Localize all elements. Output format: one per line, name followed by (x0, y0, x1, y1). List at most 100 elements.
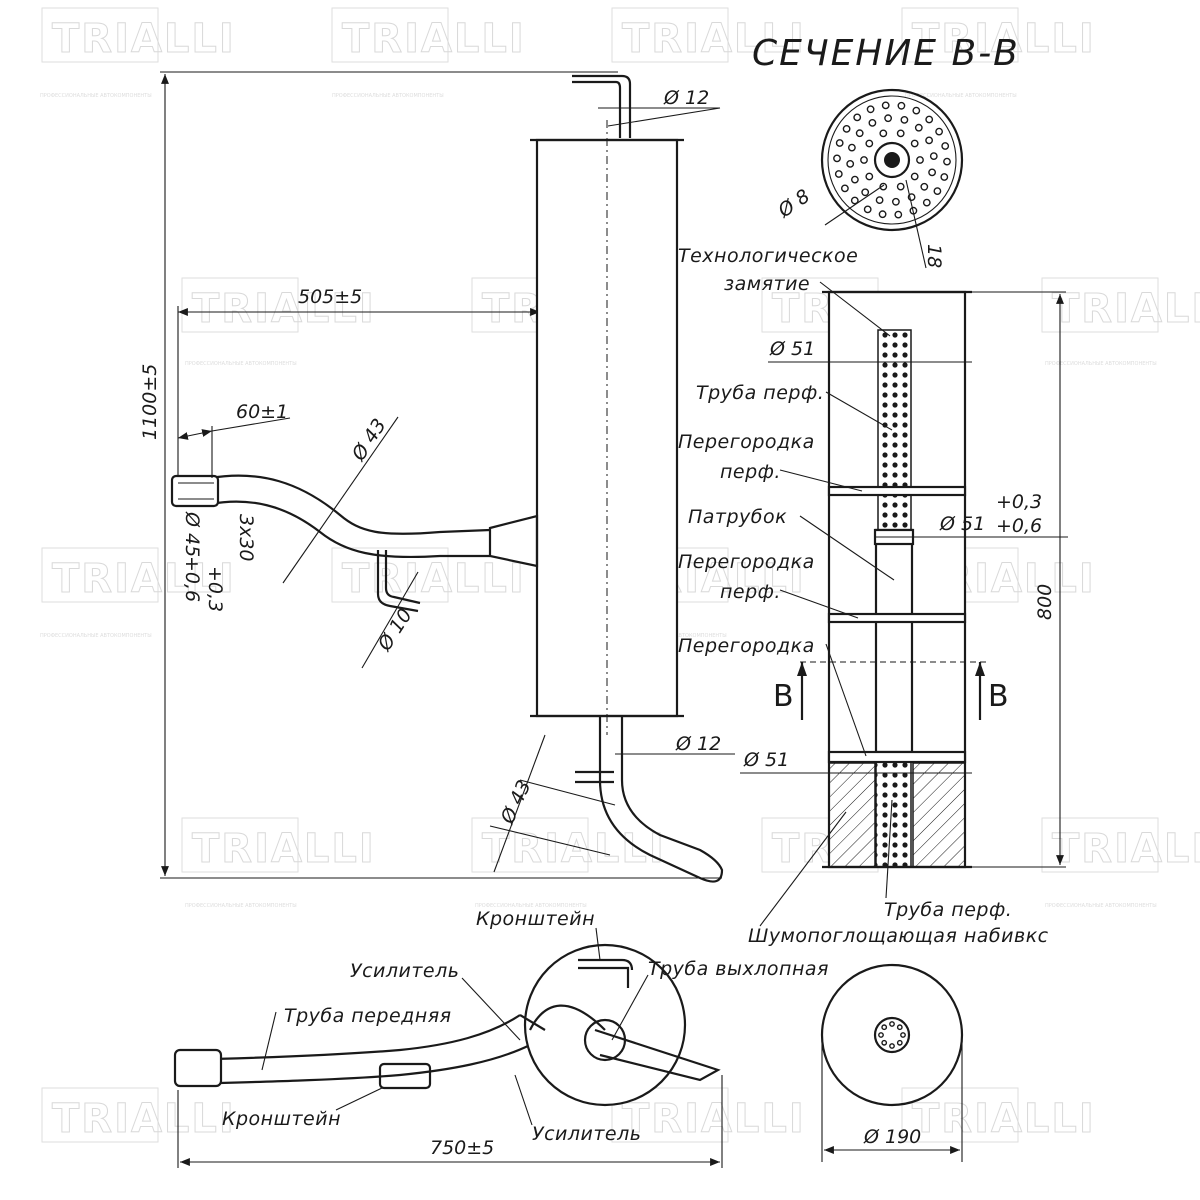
dimension-18: 18 (923, 244, 945, 268)
svg-text:TRIALLI: TRIALLI (622, 16, 806, 62)
inlet-pipe-lower-edge (209, 500, 490, 559)
dimension-750: 750±5 (430, 1137, 494, 1159)
inlet-cone (488, 514, 539, 568)
dimension-d45: Ø 45 (181, 511, 203, 557)
svg-text:TRIALLI: TRIALLI (52, 556, 236, 602)
baffle-perforated-2 (827, 612, 967, 624)
perforation-hole (900, 1032, 906, 1038)
watermark-subtitle: ПРОФЕССИОНАЛЬНЫЕ АВТОКОМПОНЕНТЫ (185, 903, 297, 909)
svg-text:TRIALLI: TRIALLI (912, 1096, 1096, 1142)
perforation-hole (900, 116, 909, 124)
leader-line (799, 515, 895, 581)
leader-line (819, 281, 891, 337)
leader-line (759, 811, 847, 927)
leader-line (519, 779, 616, 806)
sound-absorbing-packing-right (912, 762, 966, 868)
watermark: TRIALLI (1041, 817, 1200, 873)
exhaust-pipe-plan (594, 1028, 721, 1082)
svg-text:TRIALLI: TRIALLI (342, 16, 526, 62)
watermark-subtitle: ПРОФЕССИОНАЛЬНЫЕ АВТОКОМПОНЕНТЫ (475, 903, 587, 909)
watermark: TRIALLI (331, 7, 526, 63)
dimension-d45-tolerance: +0,6 (181, 556, 203, 602)
dimension-d51-mid: Ø 51 (939, 513, 985, 535)
svg-text:TRIALLI: TRIALLI (52, 1096, 236, 1142)
pipe-bracket (378, 1062, 432, 1090)
perforation-hole (846, 159, 855, 168)
front-pipe-lower-edge (177, 1044, 531, 1086)
tail-bracket (575, 770, 614, 784)
perforation-hole (933, 187, 942, 196)
watermark: TRIALLI (41, 1087, 236, 1143)
leader-line (885, 799, 893, 899)
perforation-hole (850, 196, 859, 205)
perforated-pipe-upper (877, 329, 912, 531)
section-outer-shell (820, 88, 964, 232)
dimension-1100: 1100±5 (139, 364, 161, 440)
svg-text:TRIALLI: TRIALLI (342, 556, 526, 602)
perforation-hole (868, 119, 877, 127)
leader-line (361, 571, 419, 669)
inlet-flange (170, 474, 220, 508)
leader-line (489, 825, 611, 856)
watermark-subtitle: ПРОФЕССИОНАЛЬНЫЕ АВТОКОМПОНЕНТЫ (1045, 903, 1157, 909)
dimension-d12-top: Ø 12 (663, 87, 709, 109)
svg-text:TRIALLI: TRIALLI (1052, 286, 1200, 332)
perforation-hole (907, 193, 916, 202)
perforation-hole (841, 184, 849, 193)
section-title: СЕЧЕНИЕ В-В (752, 33, 1020, 74)
muffler-plan-body (523, 943, 687, 1107)
callout-bracket-top: Кронштейн (476, 908, 595, 930)
callout-baffle: Перегородка (678, 635, 815, 657)
dimension-d43-lower: Ø 43 (496, 777, 535, 828)
reinforcement-link (519, 1014, 546, 1031)
main-side-view: 1100±5 505±5 Ø 12 60±1 Ø 43 Ø 45 +0,6 +0 (139, 71, 735, 883)
watermark-subtitle: ПРОФЕССИОНАЛЬНЫЕ АВТОКОМПОНЕНТЫ (40, 633, 152, 639)
callout-baffle-perf-1b: перф. (720, 461, 781, 483)
svg-text:TRIALLI: TRIALLI (622, 1096, 806, 1142)
leader-line (825, 391, 893, 431)
watermark-subtitle: ПРОФЕССИОНАЛЬНЫЕ АВТОКОМПОНЕНТЫ (905, 93, 1017, 99)
front-pipe-flange (173, 1048, 223, 1088)
watermark-subtitle: ПРОФЕССИОНАЛЬНЫЕ АВТОКОМПОНЕНТЫ (1045, 361, 1157, 367)
watermark: TRIALLI (471, 817, 664, 873)
callout-reinforcement-bottom: Усилитель (532, 1123, 641, 1145)
dimension-d51-mid-tol-lower: +0,6 (996, 515, 1042, 537)
perforation-hole (928, 168, 936, 177)
front-pipe-upper-edge (177, 1014, 521, 1062)
perforation-hole (865, 172, 874, 181)
dimension-60: 60±1 (236, 401, 288, 423)
end-view-outlet (873, 1016, 911, 1054)
svg-text:TRIALLI: TRIALLI (1052, 826, 1200, 872)
watermark: TRIALLI (41, 7, 234, 63)
perforation-hole (910, 172, 919, 181)
dimension-line-60 (177, 429, 213, 440)
svg-text:TRIALLI: TRIALLI (192, 826, 376, 872)
callout-baffle-perf-2b: перф. (720, 581, 781, 603)
perforation-hole (842, 124, 851, 133)
perforation-hole (914, 123, 923, 132)
perforation-hole (941, 142, 950, 150)
dimension-d10: Ø 10 (373, 605, 417, 656)
spigot-pipe (874, 528, 914, 754)
top-bracket-plan (578, 958, 634, 988)
inlet-pipe-upper-edge (209, 474, 491, 535)
dimension-d43-upper: Ø 43 (347, 415, 391, 466)
baffle-perforated-1 (827, 485, 967, 497)
perforation-hole (855, 129, 864, 138)
perforation-hole (920, 182, 929, 191)
leader-line (261, 1011, 277, 1071)
section-arrow-left-head (797, 662, 807, 676)
perforation-hole (879, 129, 888, 138)
section-inner-shell (827, 95, 957, 225)
leader-line (335, 1087, 383, 1111)
perforation-hole (834, 170, 843, 178)
leader-line (611, 974, 649, 1041)
callout-bracket-bottom: Кронштейн (222, 1108, 341, 1130)
extension-line (211, 417, 291, 432)
hanger-rod (376, 550, 421, 613)
watermark: TRIALLI (611, 1087, 806, 1143)
dimension-d12-bottom: Ø 12 (675, 733, 721, 755)
end-view: Ø 190 (820, 963, 964, 1162)
leader-line (905, 179, 927, 269)
